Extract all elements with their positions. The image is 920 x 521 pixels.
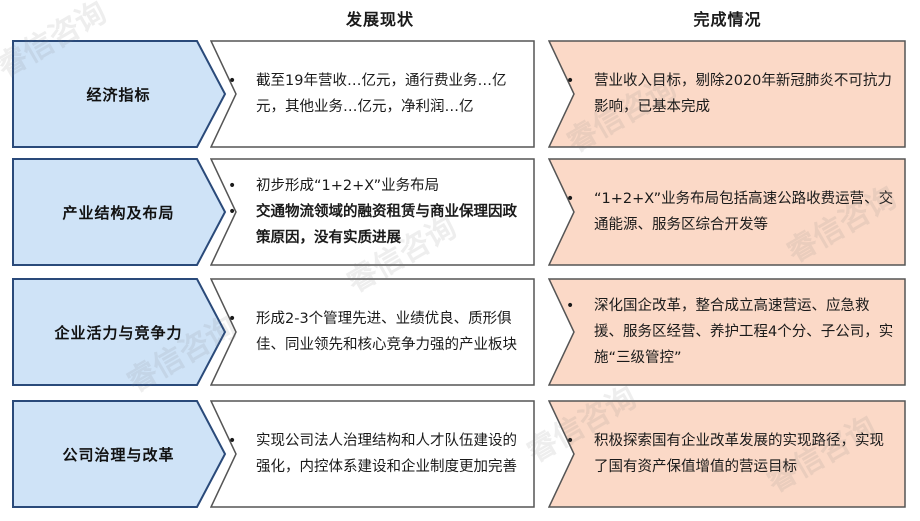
bullet-item: • 积极探索国有企业改革发展的实现路径，实现了国有资产保值增值的营运目标 <box>566 428 896 480</box>
bullet-text: “1+2+X”业务布局包括高速公路收费运营、交通能源、服务区综合开发等 <box>594 191 894 233</box>
status-box: • 形成2-3个管理先进、业绩优良、质形俱佳、同业领先和核心竞争力强的产业板块 <box>210 278 535 386</box>
header-status: 发展现状 <box>345 10 414 29</box>
bullet-item: • 初步形成“1+2+X”业务布局 <box>228 173 528 199</box>
bullet-icon: • <box>566 298 575 314</box>
done-text: • 深化国企改革，整合成立高速营运、应急救援、服务区经营、养护工程4个分、子公司，… <box>566 278 896 386</box>
bullet-icon: • <box>228 204 237 220</box>
row-label-shape: 经济指标 <box>12 40 227 148</box>
bullet-item: • 实现公司法人治理结构和人才队伍建设的强化，内控体系建设和企业制度更加完善 <box>228 428 528 480</box>
status-box: • 初步形成“1+2+X”业务布局 • 交通物流领域的融资租赁与商业保理因政策原因，没… <box>210 158 535 266</box>
bullet-icon: • <box>228 73 237 89</box>
row-label-shape: 产业结构及布局 <box>12 158 227 266</box>
status-box: • 截至19年营收…亿元，通行费业务…亿元，其他业务…亿元，净利润…亿 <box>210 40 535 148</box>
row-label: 企业活力与竞争力 <box>54 323 183 342</box>
done-box: • “1+2+X”业务布局包括高速公路收费运营、交通能源、服务区综合开发等 <box>548 158 906 266</box>
status-text: • 实现公司法人治理结构和人才队伍建设的强化，内控体系建设和企业制度更加完善 <box>228 400 528 508</box>
done-text: • “1+2+X”业务布局包括高速公路收费运营、交通能源、服务区综合开发等 <box>566 158 896 266</box>
bullet-text: 深化国企改革，整合成立高速营运、应急救援、服务区经营、养护工程4个分、子公司，实… <box>594 298 894 366</box>
status-text: • 初步形成“1+2+X”业务布局 • 交通物流领域的融资租赁与商业保理因政策原因，没… <box>228 158 528 266</box>
bullet-item: • 营业收入目标，剔除2020年新冠肺炎不可抗力影响，已基本完成 <box>566 68 896 120</box>
bullet-text: 初步形成“1+2+X”业务布局 <box>256 178 440 194</box>
row-label-shape: 公司治理与改革 <box>12 400 227 508</box>
bullet-item: • 截至19年营收…亿元，通行费业务…亿元，其他业务…亿元，净利润…亿 <box>228 68 528 120</box>
done-text: • 积极探索国有企业改革发展的实现路径，实现了国有资产保值增值的营运目标 <box>566 400 896 508</box>
status-box: • 实现公司法人治理结构和人才队伍建设的强化，内控体系建设和企业制度更加完善 <box>210 400 535 508</box>
row-3: 企业活力与竞争力 • 形成2-3个管理先进、业绩优良、质形俱佳、同业领先和核心竞争力… <box>0 278 920 386</box>
bullet-icon: • <box>566 433 575 449</box>
done-text: • 营业收入目标，剔除2020年新冠肺炎不可抗力影响，已基本完成 <box>566 40 896 148</box>
bullet-item: • 交通物流领域的融资租赁与商业保理因政策原因，没有实质进展 <box>228 199 528 251</box>
bullet-text: 形成2-3个管理先进、业绩优良、质形俱佳、同业领先和核心竞争力强的产业板块 <box>256 311 517 353</box>
bullet-item: • “1+2+X”业务布局包括高速公路收费运营、交通能源、服务区综合开发等 <box>566 186 896 238</box>
row-label: 经济指标 <box>86 85 151 104</box>
row-label: 公司治理与改革 <box>62 445 175 464</box>
status-text: • 截至19年营收…亿元，通行费业务…亿元，其他业务…亿元，净利润…亿 <box>228 40 528 148</box>
status-text: • 形成2-3个管理先进、业绩优良、质形俱佳、同业领先和核心竞争力强的产业板块 <box>228 278 528 386</box>
bullet-icon: • <box>228 433 237 449</box>
bullet-text: 截至19年营收…亿元，通行费业务…亿元，其他业务…亿元，净利润…亿 <box>256 73 507 115</box>
bullet-icon: • <box>228 178 237 194</box>
bullet-icon: • <box>566 191 575 207</box>
bullet-text: 积极探索国有企业改革发展的实现路径，实现了国有资产保值增值的营运目标 <box>594 433 884 475</box>
bullet-item: • 深化国企改革，整合成立高速营运、应急救援、服务区经营、养护工程4个分、子公司，… <box>566 293 896 371</box>
bullet-icon: • <box>228 311 237 327</box>
bullet-item: • 形成2-3个管理先进、业绩优良、质形俱佳、同业领先和核心竞争力强的产业板块 <box>228 306 528 358</box>
row-1: 经济指标 • 截至19年营收…亿元，通行费业务…亿元，其他业务…亿元，净利润…亿 • 营… <box>0 40 920 148</box>
row-2: 产业结构及布局 • 初步形成“1+2+X”业务布局 • 交通物流领域的融资租赁与商业保理… <box>0 158 920 266</box>
done-box: • 深化国企改革，整合成立高速营运、应急救援、服务区经营、养护工程4个分、子公司，… <box>548 278 906 386</box>
done-box: • 积极探索国有企业改革发展的实现路径，实现了国有资产保值增值的营运目标 <box>548 400 906 508</box>
bullet-text: 营业收入目标，剔除2020年新冠肺炎不可抗力影响，已基本完成 <box>594 73 892 115</box>
row-4: 公司治理与改革 • 实现公司法人治理结构和人才队伍建设的强化，内控体系建设和企业制度… <box>0 400 920 508</box>
bullet-text: 交通物流领域的融资租赁与商业保理因政策原因，没有实质进展 <box>256 204 517 246</box>
done-box: • 营业收入目标，剔除2020年新冠肺炎不可抗力影响，已基本完成 <box>548 40 906 148</box>
row-label-shape: 企业活力与竞争力 <box>12 278 227 386</box>
bullet-icon: • <box>566 73 575 89</box>
bullet-text: 实现公司法人治理结构和人才队伍建设的强化，内控体系建设和企业制度更加完善 <box>256 433 517 475</box>
header-done: 完成情况 <box>693 10 762 29</box>
row-label: 产业结构及布局 <box>62 203 175 222</box>
